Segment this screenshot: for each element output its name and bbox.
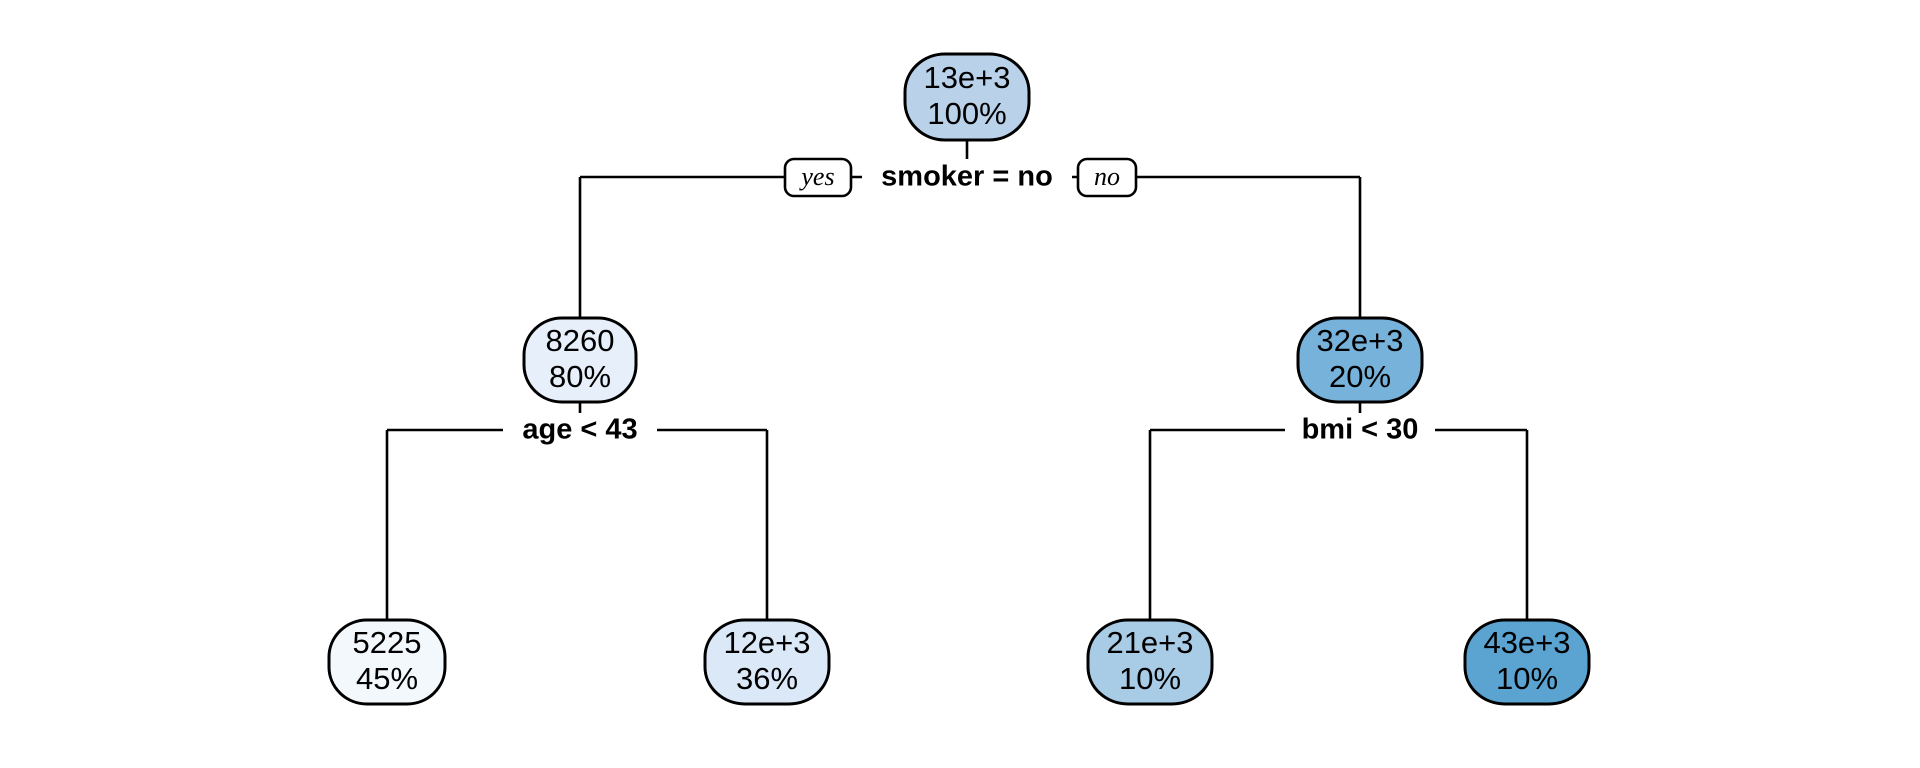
branch-yes-box[interactable] bbox=[783, 157, 853, 198]
split-left-bg bbox=[503, 413, 657, 447]
node-n4-value: 5225 bbox=[353, 625, 422, 660]
split-root-bg bbox=[862, 159, 1072, 195]
node-root-value: 13e+3 bbox=[923, 60, 1010, 95]
tree-node-n2[interactable]: 8260 80% bbox=[522, 316, 638, 404]
split-left-label: age < 43 bbox=[522, 414, 637, 446]
split-right-label: bmi < 30 bbox=[1302, 414, 1419, 446]
tree-node-n5[interactable]: 12e+3 36% bbox=[703, 618, 831, 706]
node-n3-shape bbox=[1296, 316, 1424, 404]
node-n4-percent: 45% bbox=[356, 661, 418, 696]
branch-yes-label: yes bbox=[798, 162, 834, 191]
node-n7-percent: 10% bbox=[1496, 661, 1558, 696]
tree-node-n6[interactable]: 21e+3 10% bbox=[1086, 618, 1214, 706]
node-n2-value: 8260 bbox=[546, 323, 615, 358]
split-root-label: smoker = no bbox=[881, 161, 1053, 193]
node-n5-value: 12e+3 bbox=[723, 625, 810, 660]
split-right[interactable]: bmi < 30 bbox=[1285, 413, 1435, 447]
node-n3-value: 32e+3 bbox=[1316, 323, 1403, 358]
node-n2-shape bbox=[522, 316, 638, 404]
node-n3-percent: 20% bbox=[1329, 359, 1391, 394]
node-root-percent: 100% bbox=[927, 96, 1006, 131]
node-n4-shape bbox=[327, 618, 447, 706]
split-root[interactable]: smoker = no yes no bbox=[783, 157, 1138, 198]
tree-node-n7[interactable]: 43e+3 10% bbox=[1463, 618, 1591, 706]
branch-no-box[interactable] bbox=[1076, 157, 1138, 198]
split-left[interactable]: age < 43 bbox=[503, 413, 657, 447]
node-root-shape bbox=[903, 52, 1031, 142]
branch-no-label: no bbox=[1094, 162, 1120, 191]
split-right-bg bbox=[1285, 413, 1435, 447]
node-n2-percent: 80% bbox=[549, 359, 611, 394]
tree-node-n4[interactable]: 5225 45% bbox=[327, 618, 447, 706]
node-n6-shape bbox=[1086, 618, 1214, 706]
node-n6-percent: 10% bbox=[1119, 661, 1181, 696]
node-n6-value: 21e+3 bbox=[1106, 625, 1193, 660]
tree-node-n3[interactable]: 32e+3 20% bbox=[1296, 316, 1424, 404]
node-n7-value: 43e+3 bbox=[1483, 625, 1570, 660]
tree-node-root[interactable]: 13e+3 100% bbox=[903, 52, 1031, 142]
node-n5-shape bbox=[703, 618, 831, 706]
node-n7-shape bbox=[1463, 618, 1591, 706]
node-n5-percent: 36% bbox=[736, 661, 798, 696]
